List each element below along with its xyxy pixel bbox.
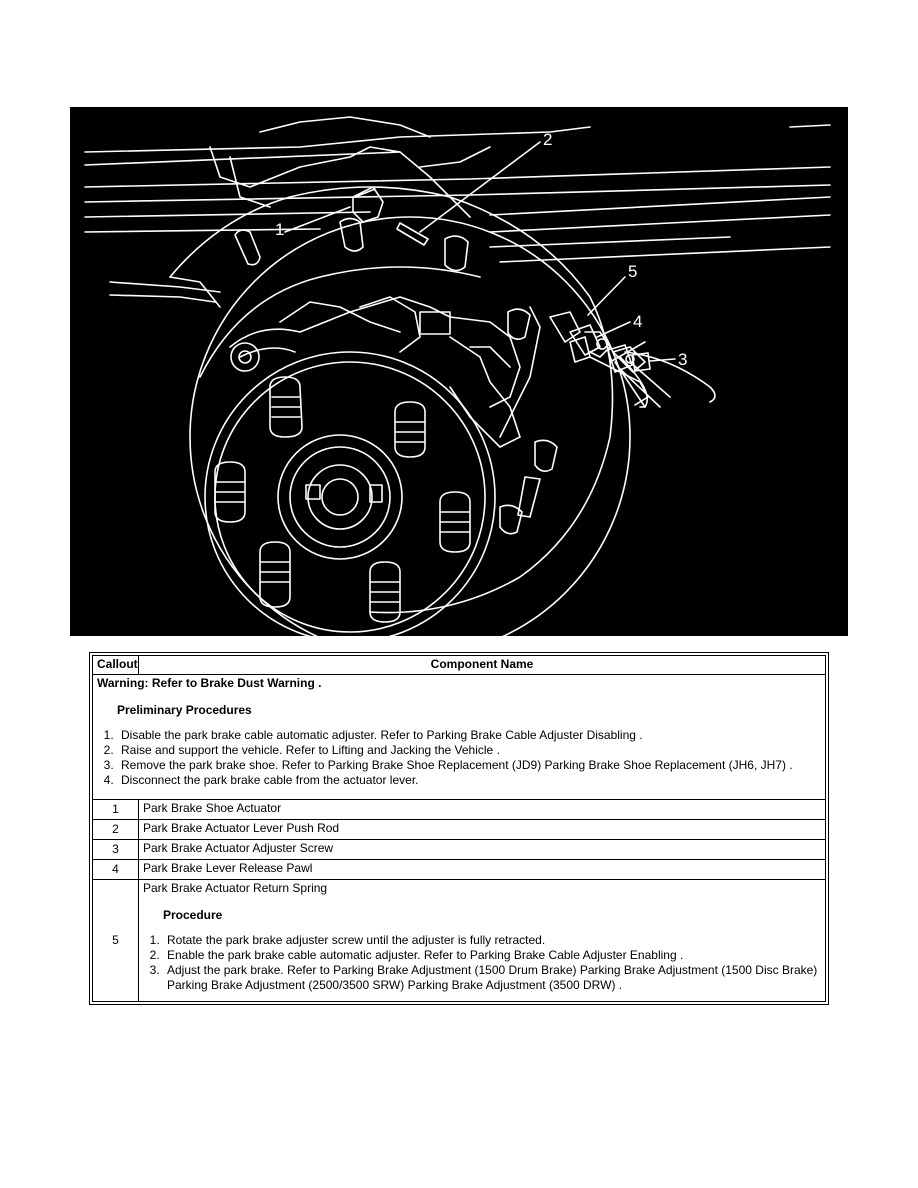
table-row: 4 Park Brake Lever Release Pawl [92, 858, 826, 880]
component-table-frame: Callout Component Name Warning: Refer to… [89, 652, 829, 1005]
procedure-title: Procedure [163, 907, 223, 922]
component-name-cell: Park Brake Actuator Return Spring Proced… [138, 878, 826, 1003]
callout-cell: 1 [92, 798, 139, 820]
callout-cell: 2 [92, 818, 139, 840]
preliminary-step: Raise and support the vehicle. Refer to … [117, 743, 821, 758]
callout-label-3: 3 [678, 350, 687, 369]
callout-label-2: 2 [543, 130, 552, 149]
preliminary-step: Disconnect the park brake cable from the… [117, 773, 821, 788]
component-name-column-header: Component Name [138, 655, 826, 675]
preliminary-cell: Warning: Refer to Brake Dust Warning . P… [92, 674, 826, 800]
brake-assembly-illustration: 1 2 3 4 5 [70, 107, 848, 636]
callout-column-header: Callout [92, 655, 139, 675]
table-row: 1 Park Brake Shoe Actuator [92, 798, 826, 820]
preliminary-steps-list: Disable the park brake cable automatic a… [97, 728, 821, 788]
component-name: Park Brake Actuator Return Spring [143, 880, 328, 895]
component-name-cell: Park Brake Actuator Lever Push Rod [138, 818, 826, 840]
brake-dust-warning: Warning: Refer to Brake Dust Warning . [97, 676, 322, 690]
callout-label-5: 5 [628, 262, 637, 281]
brake-diagram-svg: 1 2 3 4 5 [84, 116, 831, 636]
table-row: 2 Park Brake Actuator Lever Push Rod [92, 818, 826, 840]
preliminary-row: Warning: Refer to Brake Dust Warning . P… [92, 674, 826, 800]
callout-cell: 4 [92, 858, 139, 880]
procedure-step: Enable the park brake cable automatic ad… [163, 948, 821, 963]
procedure-steps-list: Rotate the park brake adjuster screw unt… [143, 933, 821, 993]
component-name-cell: Park Brake Actuator Adjuster Screw [138, 838, 826, 860]
table-header-row: Callout Component Name [92, 655, 826, 675]
component-name-cell: Park Brake Shoe Actuator [138, 798, 826, 820]
component-table: Callout Component Name Warning: Refer to… [92, 655, 826, 1003]
callout-label-4: 4 [633, 312, 642, 331]
component-name-cell: Park Brake Lever Release Pawl [138, 858, 826, 880]
table-row: 5 Park Brake Actuator Return Spring Proc… [92, 878, 826, 1003]
preliminary-step: Disable the park brake cable automatic a… [117, 728, 821, 743]
callout-cell: 3 [92, 838, 139, 860]
procedure-step: Adjust the park brake. Refer to Parking … [163, 963, 821, 993]
callout-cell: 5 [92, 878, 139, 1003]
procedure-step: Rotate the park brake adjuster screw unt… [163, 933, 821, 948]
table-row: 3 Park Brake Actuator Adjuster Screw [92, 838, 826, 860]
preliminary-procedures-title: Preliminary Procedures [117, 703, 252, 717]
preliminary-step: Remove the park brake shoe. Refer to Par… [117, 758, 821, 773]
callout-label-1: 1 [275, 220, 284, 239]
